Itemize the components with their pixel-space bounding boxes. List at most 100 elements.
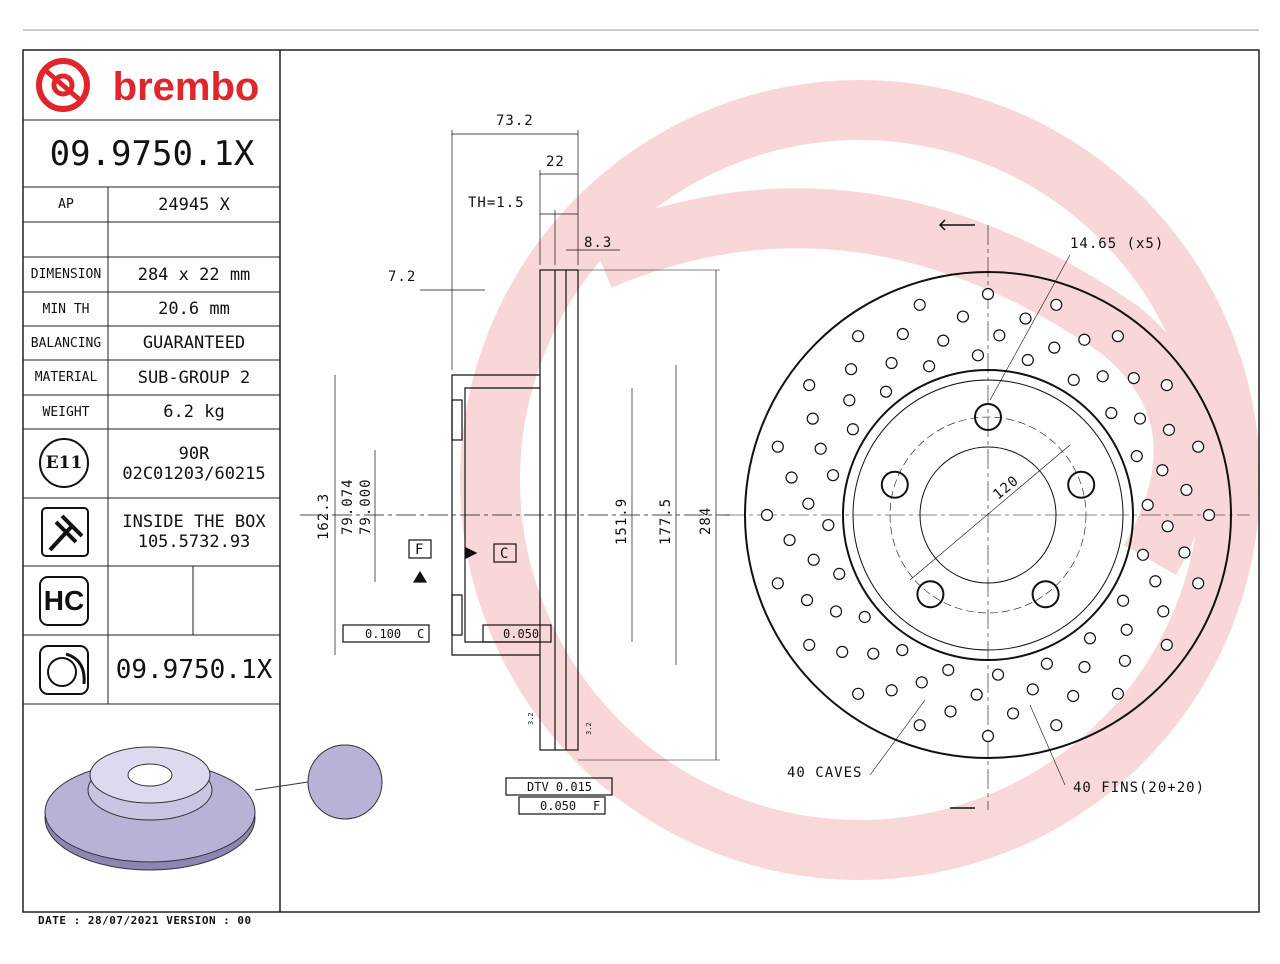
drill-hole [1048,341,1061,354]
drill-hole [1096,370,1109,383]
weight-label: WEIGHT [42,404,90,420]
tol-runout-ref: F [593,799,600,813]
drill-hole [1130,450,1143,463]
fins-label: 40 FINS(20+20) [1073,780,1205,796]
inside-box-label: INSIDE THE BOX [122,512,266,532]
datum-c: C [500,546,509,562]
hole-dimension: 14.65 (x5) [1070,236,1164,252]
dia-162-3: 162.3 [316,493,332,540]
tol-runout: 0.050 [540,799,576,813]
drill-hole [814,442,827,455]
drill-hole [1160,638,1173,652]
drill-hole [1078,660,1091,674]
drill-hole [915,676,928,689]
drill-hole [1156,464,1169,477]
drill-hole [885,356,898,370]
drill-hole [843,394,856,407]
drill-hole [923,360,936,373]
hc-badge: HC [43,585,85,616]
minth-label: MIN TH [42,301,90,317]
bolt-hole [1031,580,1060,609]
drill-hole [1162,423,1176,436]
drill-hole [1067,373,1080,387]
front-view [725,219,1250,810]
dia-151-9: 151.9 [614,498,630,545]
part-number: 09.9750.1X [49,134,255,174]
drill-hole [1111,330,1125,343]
bolt-hole [880,470,909,499]
drill-hole [991,668,1005,681]
drill-hole [771,577,784,590]
drill-hole [1078,333,1091,346]
bolt-hole [1067,470,1096,499]
small-dim-b: 3.2 [585,722,593,735]
homologation-line2: 02C01203/60215 [122,463,266,484]
drill-hole [829,605,843,618]
section-view [300,130,730,815]
drill-hole [913,298,926,311]
drill-hole [803,638,816,652]
drill-hole [942,663,955,677]
brembo-logo [36,58,90,112]
dia-79-000: 79.000 [358,478,374,535]
drill-holes [760,287,1216,743]
drill-hole [833,567,846,580]
drill-hole [1136,548,1150,561]
dia-177-5: 177.5 [658,498,674,545]
drill-hole [1026,683,1039,696]
drill-hole [803,378,816,392]
drill-hole [1192,577,1205,590]
drill-hole [1111,687,1125,700]
drill-hole [1192,440,1205,453]
drill-hole [836,645,849,659]
drill-hole [956,310,970,323]
drill-hole [844,363,858,376]
material-label: MATERIAL [34,370,98,385]
drill-hole [879,385,893,398]
drill-hole [785,471,798,484]
ap-label: AP [58,197,74,212]
small-dim-a: 3.2 [527,712,535,725]
dim-7-2: 7.2 [388,269,416,285]
drill-hole [1050,719,1063,732]
drill-hole [783,533,796,547]
e11-badge: E11 [45,453,83,473]
drill-hole [896,643,909,657]
dim-22: 22 [546,154,565,170]
homologation-code: 90R 02C01203/60215 [108,429,280,498]
drill-hole [970,688,983,701]
drill-hole [800,594,814,607]
dimension-label: DIMENSION [30,267,102,282]
balancing-label: BALANCING [30,335,102,351]
material-value: SUB-GROUP 2 [137,367,251,388]
drill-hole [806,412,819,425]
drill-hole [1006,707,1020,720]
minth-value: 20.6 mm [158,299,230,319]
drill-hole [896,327,909,341]
drill-hole [1160,378,1173,392]
drill-hole [802,497,815,510]
drill-hole [858,610,871,624]
drill-hole [981,287,995,301]
dia-284: 284 [698,507,714,535]
bolt-hole [974,403,1002,431]
inside-box: INSIDE THE BOX 105.5732.93 [108,498,280,566]
drill-hole [1105,406,1118,420]
date-version: DATE : 28/07/2021 VERSION : 00 [38,914,252,927]
bolt-holes [880,403,1096,609]
drill-hole [1141,498,1154,512]
datum-f: F [415,542,424,558]
drill-hole [760,508,774,522]
drill-hole [1067,689,1080,703]
drill-hole [1118,654,1132,667]
drill-hole [771,440,784,453]
drill-hole [944,705,957,718]
drill-hole [851,330,865,343]
drill-hole [1050,298,1063,311]
drill-hole [807,553,820,566]
ap-value: 24945 X [158,194,230,215]
drill-hole [1019,312,1032,325]
caves-label: 40 CAVES [787,765,862,781]
dim-73-2: 73.2 [496,113,534,129]
